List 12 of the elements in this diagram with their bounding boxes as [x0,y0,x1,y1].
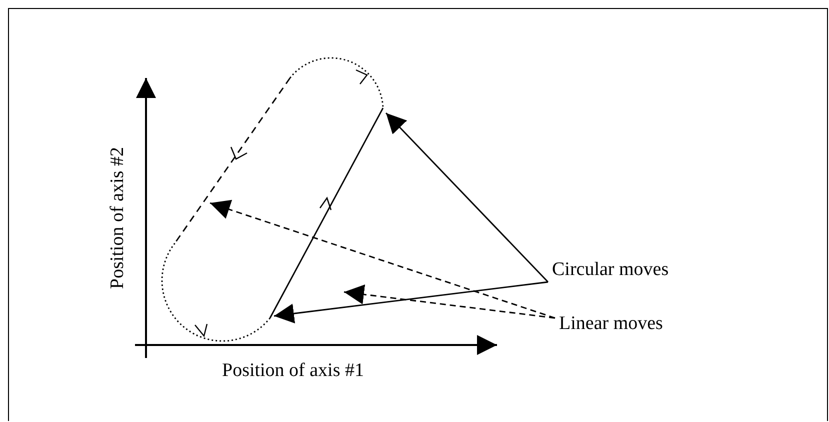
leader-line [274,281,548,324]
axis-label: Position of axis #2 [107,147,129,289]
leader-line [344,284,556,319]
callout-label: Circular moves [552,259,669,281]
leader-line [210,200,556,319]
arc-path [161,242,271,342]
line-path [174,78,291,244]
line-path [269,108,384,318]
leader-line [386,112,548,282]
callout-label: Linear moves [559,313,663,335]
arc-path [289,57,384,108]
axis-label: Position of axis #1 [222,360,364,382]
